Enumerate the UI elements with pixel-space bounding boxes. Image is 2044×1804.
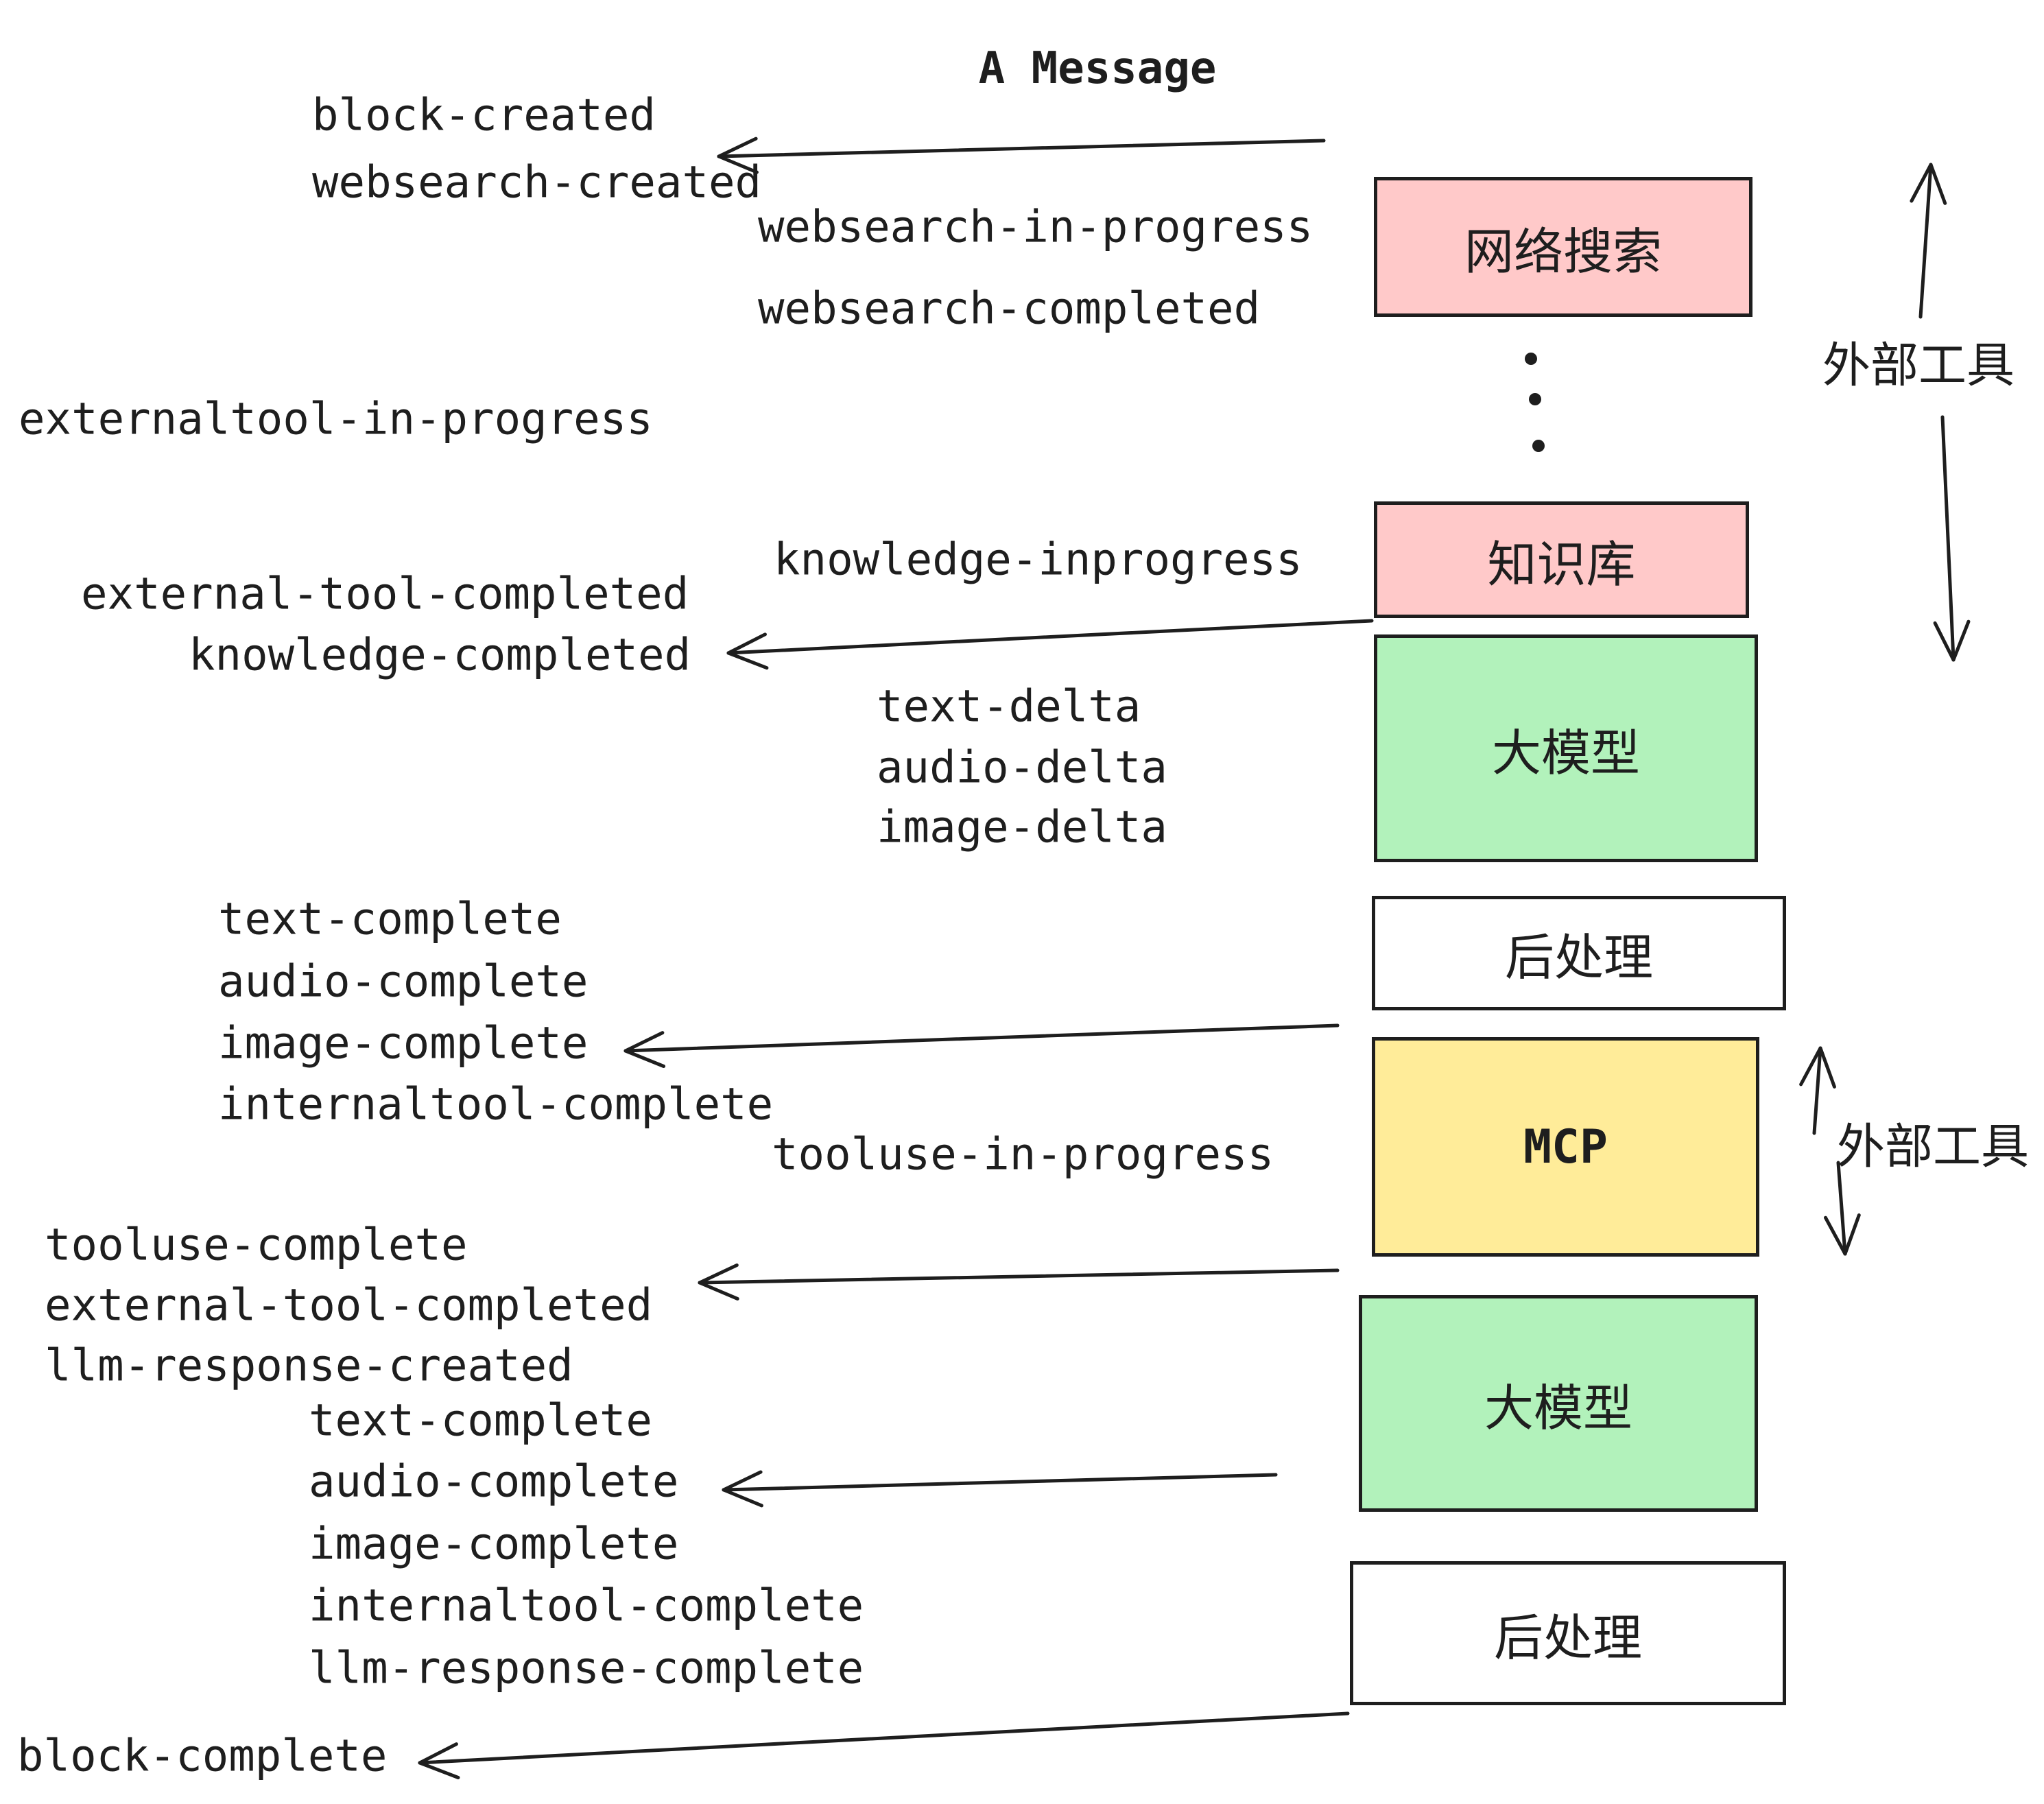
diagram-title: A Message	[978, 43, 1217, 94]
node-knowledge-base: 知识库	[1374, 501, 1749, 618]
event-label-llm-response-created: llm-response-created	[45, 1340, 573, 1392]
arrow-external-tools-up-1	[1910, 163, 1947, 319]
node-label: 网络搜索	[1464, 222, 1662, 281]
event-label-image-complete: image-complete	[218, 1018, 589, 1069]
event-label-audio-complete: audio-complete	[309, 1456, 679, 1508]
event-label-websearch-created: websearch-created	[312, 157, 762, 209]
arrow-external-tool-completed	[698, 1263, 1340, 1301]
node-llm-1: 大模型	[1374, 634, 1758, 862]
arrow-external-tools-down-1	[1933, 415, 1971, 662]
node-label: MCP	[1523, 1119, 1608, 1174]
event-label-internaltool-complete: internaltool-complete	[309, 1580, 864, 1632]
event-label-knowledge-completed: knowledge-completed	[189, 630, 691, 681]
event-label-text-complete: text-complete	[309, 1395, 652, 1447]
event-label-audio-complete: audio-complete	[218, 956, 589, 1008]
event-label-llm-response-complete: llm-response-complete	[309, 1643, 864, 1694]
arrow-image-complete	[623, 1023, 1340, 1068]
event-label-block-created: block-created	[312, 90, 656, 141]
node-postprocess-2: 后处理	[1350, 1561, 1786, 1705]
event-label-text-complete: text-complete	[218, 894, 562, 945]
arrow-external-tools-up-2	[1799, 1046, 1836, 1135]
ellipsis-dot	[1532, 440, 1545, 452]
event-label-external-tool-completed: external-tool-completed	[81, 569, 689, 620]
event-label-external-tool-completed: external-tool-completed	[45, 1280, 653, 1331]
arrow-audio-complete	[722, 1470, 1278, 1508]
node-postprocess-1: 后处理	[1372, 896, 1786, 1010]
event-label-knowledge-inprogress: knowledge-inprogress	[774, 534, 1303, 586]
node-label: 大模型	[1484, 1379, 1632, 1437]
event-label-tooluse-in-progress: tooluse-in-progress	[772, 1129, 1274, 1180]
event-label-audio-delta: audio-delta	[877, 742, 1167, 794]
external-tools-label-1: 外部工具	[1822, 337, 2015, 394]
event-label-image-delta: image-delta	[877, 802, 1167, 853]
event-label-websearch-completed: websearch-completed	[758, 283, 1261, 335]
event-label-block-complete: block-complete	[17, 1731, 388, 1782]
node-label: 大模型	[1491, 724, 1640, 782]
arrow-block-created	[717, 137, 1326, 174]
event-label-image-complete: image-complete	[309, 1519, 679, 1570]
node-mcp: MCP	[1372, 1037, 1759, 1257]
node-llm-2: 大模型	[1359, 1295, 1758, 1512]
arrow-block-complete	[418, 1711, 1350, 1780]
arrow-knowledge-completed	[726, 619, 1374, 670]
node-label: 后处理	[1504, 929, 1653, 986]
event-label-externaltool-in-progress: externaltool-in-progress	[19, 394, 653, 445]
node-websearch: 网络搜索	[1374, 177, 1752, 317]
node-label: 知识库	[1487, 535, 1636, 593]
ellipsis-dot	[1529, 393, 1541, 405]
event-label-text-delta: text-delta	[877, 681, 1141, 733]
external-tools-label-2: 外部工具	[1837, 1118, 2029, 1175]
event-label-tooluse-complete: tooluse-complete	[45, 1220, 468, 1271]
node-label: 后处理	[1493, 1609, 1642, 1667]
ellipsis-dot	[1525, 353, 1537, 365]
event-label-internaltool-complete: internaltool-complete	[218, 1079, 774, 1130]
event-label-websearch-in-progress: websearch-in-progress	[758, 202, 1314, 253]
